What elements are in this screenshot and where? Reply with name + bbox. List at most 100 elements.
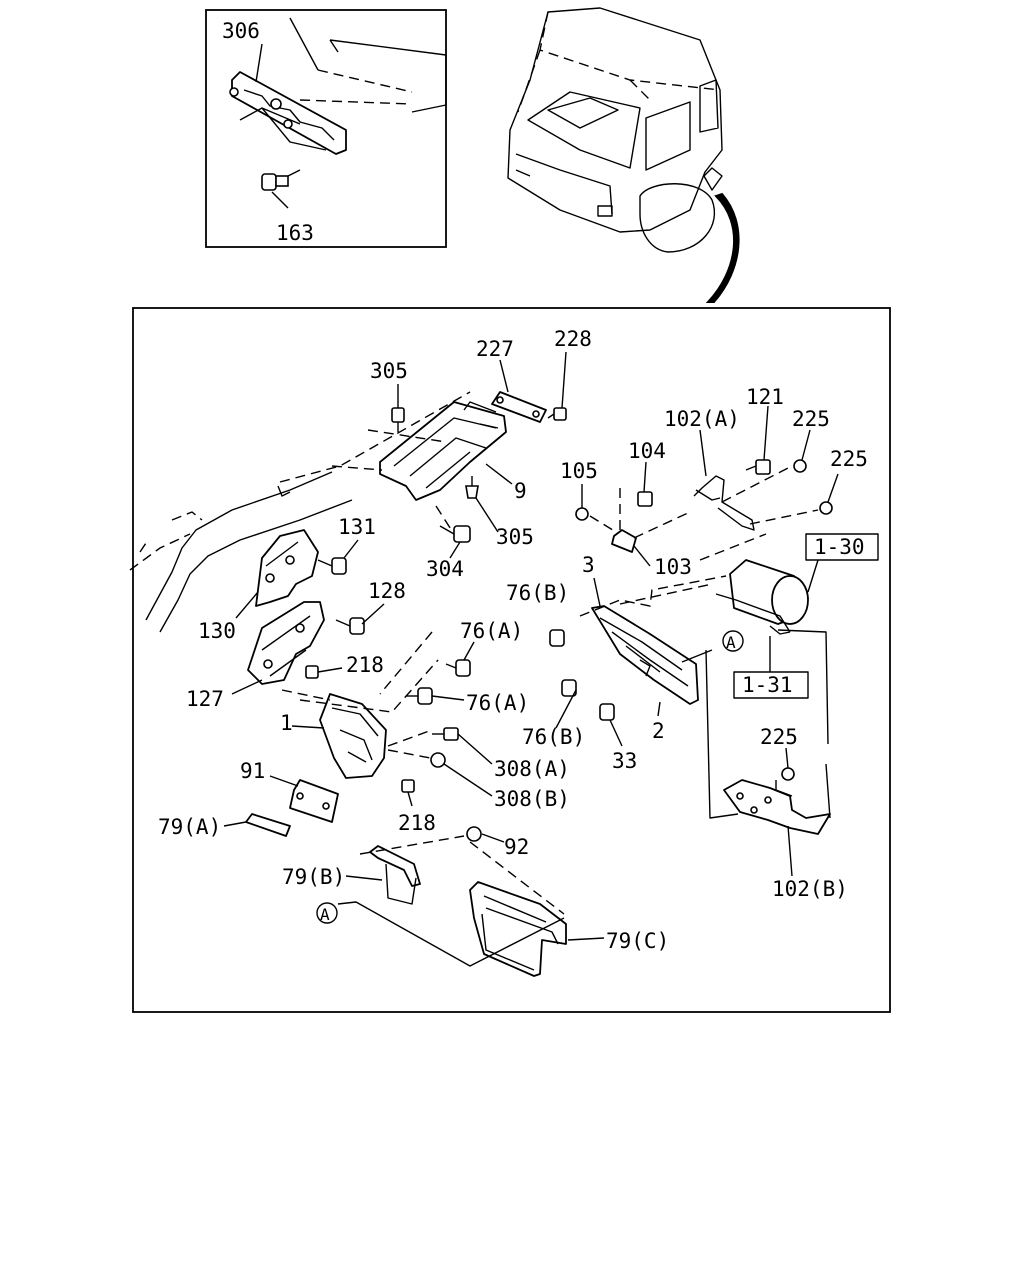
ref-box-1-31 bbox=[733, 671, 809, 699]
label-102a: 102(A) bbox=[664, 407, 740, 431]
label-308a: 308(A) bbox=[494, 757, 570, 781]
part-102b-bracket bbox=[723, 779, 831, 835]
label-2: 2 bbox=[652, 719, 665, 743]
label-3: 3 bbox=[582, 553, 595, 577]
label-227: 227 bbox=[476, 337, 514, 361]
bolt-128 bbox=[335, 617, 365, 635]
label-163: 163 bbox=[276, 221, 314, 245]
ref-a-circle-2 bbox=[316, 902, 338, 924]
upper-dash-lines bbox=[331, 429, 455, 535]
label-92: 92 bbox=[504, 835, 529, 859]
bolt-131 bbox=[317, 557, 347, 575]
part-103-plate bbox=[611, 529, 637, 553]
ref-a-label-2: A bbox=[320, 905, 330, 924]
cab-headlamp bbox=[597, 205, 613, 217]
nut-225-b bbox=[819, 501, 833, 515]
label-225-a: 225 bbox=[792, 407, 830, 431]
right-frame-lines bbox=[705, 629, 831, 819]
nut-225-c bbox=[781, 767, 795, 781]
ref-a-label-1: A bbox=[726, 633, 736, 652]
ref-box-1-30 bbox=[805, 533, 879, 561]
label-76a-lower: 76(A) bbox=[466, 691, 529, 715]
label-308b: 308(B) bbox=[494, 787, 570, 811]
bolt-218-lower bbox=[401, 779, 415, 793]
cab-bumper bbox=[515, 153, 613, 215]
leader-163 bbox=[271, 191, 289, 209]
leader-1-30 bbox=[807, 559, 819, 593]
mid-dash-lines bbox=[281, 659, 439, 713]
nut-105 bbox=[575, 507, 589, 521]
label-103: 103 bbox=[654, 555, 692, 579]
inset-frame-rail bbox=[289, 17, 447, 113]
lower-loop-line bbox=[337, 901, 565, 967]
part-91-plate bbox=[289, 779, 339, 823]
nut-92 bbox=[466, 826, 482, 842]
inset-leader-dash bbox=[239, 107, 327, 151]
label-225-c: 225 bbox=[760, 725, 798, 749]
cab-outline bbox=[507, 7, 723, 233]
bolt-104 bbox=[637, 491, 653, 507]
cab-wheel bbox=[639, 183, 716, 253]
bolt-218-upper bbox=[305, 665, 319, 679]
chassis-rail bbox=[129, 391, 471, 633]
nut-225-a bbox=[793, 459, 807, 473]
bolt-305-top bbox=[391, 407, 405, 432]
label-305-top: 305 bbox=[370, 359, 408, 383]
part-79b-bracket bbox=[369, 845, 421, 905]
bolt-308-dash bbox=[387, 729, 433, 759]
bolt-308a bbox=[432, 727, 459, 741]
label-305-lower: 305 bbox=[496, 525, 534, 549]
part-1-bracket bbox=[319, 693, 387, 779]
pointer-arrow bbox=[705, 192, 740, 303]
label-102b: 102(B) bbox=[772, 877, 848, 901]
truck-cab-illustration bbox=[507, 7, 740, 303]
label-130: 130 bbox=[198, 619, 236, 643]
bolt-33 bbox=[599, 703, 615, 721]
label-306: 306 bbox=[222, 19, 260, 43]
label-91: 91 bbox=[240, 759, 265, 783]
part-79c-mudflap bbox=[469, 881, 567, 977]
part-79a-strip bbox=[245, 813, 291, 837]
part-9-step-bracket bbox=[379, 401, 507, 501]
label-1: 1 bbox=[280, 711, 293, 735]
label-218-upper: 218 bbox=[346, 653, 384, 677]
inset-dash-lines bbox=[299, 69, 413, 105]
part-127-plate bbox=[247, 601, 325, 685]
cab-visor bbox=[547, 97, 619, 129]
label-104: 104 bbox=[628, 439, 666, 463]
bolt-304 bbox=[439, 525, 471, 543]
label-304: 304 bbox=[426, 557, 464, 581]
bolt-228 bbox=[547, 407, 567, 421]
inset-bolt-163 bbox=[261, 169, 301, 191]
label-225-b: 225 bbox=[830, 447, 868, 471]
label-1-30: 1-30 bbox=[814, 535, 865, 559]
label-1-31: 1-31 bbox=[742, 673, 793, 697]
label-33: 33 bbox=[612, 749, 637, 773]
ref-a-leader bbox=[681, 649, 713, 663]
label-76a-upper: 76(A) bbox=[460, 619, 523, 643]
label-79a: 79(A) bbox=[158, 815, 221, 839]
bolt-76b-lower bbox=[561, 679, 577, 697]
part-130-plate bbox=[255, 529, 319, 607]
cab-side-window bbox=[645, 101, 691, 171]
label-131: 131 bbox=[338, 515, 376, 539]
cab-rear-window bbox=[699, 79, 719, 133]
leader-306 bbox=[255, 43, 263, 83]
part-91-hole-2 bbox=[322, 802, 330, 810]
inset-bracket-detail bbox=[243, 89, 335, 141]
bolt-305-lower bbox=[465, 476, 479, 499]
label-76b-lower: 76(B) bbox=[522, 725, 585, 749]
ref-a-circle-1 bbox=[722, 630, 744, 652]
label-105: 105 bbox=[560, 459, 598, 483]
bolt-76b-upper bbox=[549, 629, 565, 647]
right-dash-lines bbox=[589, 467, 819, 561]
label-79c: 79(C) bbox=[606, 929, 669, 953]
inset-bracket-hole bbox=[270, 98, 282, 110]
label-127: 127 bbox=[186, 687, 224, 711]
fuel-tank bbox=[715, 559, 809, 635]
bolt-76a-upper bbox=[445, 659, 471, 677]
plate-hole-1 bbox=[496, 396, 504, 404]
bolt-121 bbox=[745, 459, 771, 475]
part-labels: 305 227 228 102(A) 121 225 225 104 105 9… bbox=[158, 327, 868, 953]
